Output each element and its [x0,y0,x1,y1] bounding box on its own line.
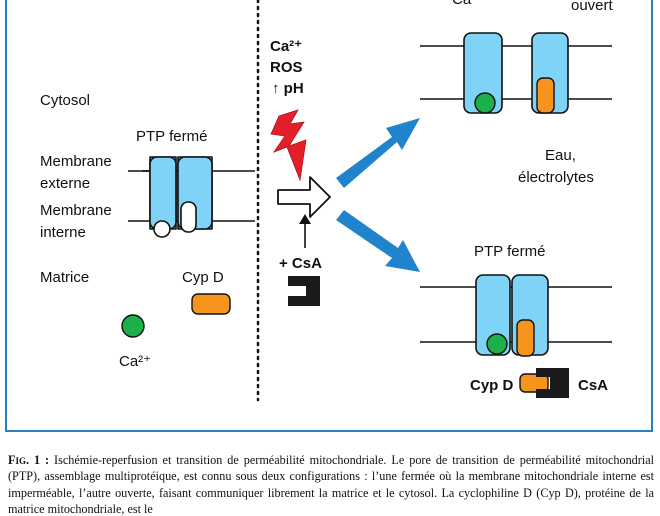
label-cyp-d-right: Cyp D [470,377,514,394]
figure-frame [5,0,653,432]
right-top-ptp-with-calcium [463,32,503,114]
label-csa-right: CsA [578,377,608,394]
figure-caption: Fig. 1 : Ischémie-reperfusion et transit… [8,452,654,516]
label-cytosol: Cytosol [40,92,90,109]
label-electrolytes: électrolytes [518,169,594,186]
label-ptp-ferme-left: PTP fermé [136,128,207,145]
label-membrane-externe-2: externe [40,175,90,192]
label-membrane-interne-2: interne [40,224,86,241]
label-matrice: Matrice [40,269,89,286]
right-top-open-ptp [531,32,569,114]
cyclophilin-right [519,373,549,393]
label-membrane-interne-1: Membrane [40,202,112,219]
label-membrane-externe-1: Membrane [40,153,112,170]
csa-arrow-head [299,214,311,224]
csa-bracket-right-icon [536,368,569,398]
calcium-left [121,314,145,338]
label-ca-top: Ca [452,0,472,8]
label-eau: Eau, [545,147,576,164]
blue-arrow-up [336,118,420,188]
csa-bracket-icon [288,276,320,306]
cyclophilin-left [191,293,231,315]
right-bottom-closed-ptp [475,274,549,357]
label-ptp-ferme-right: PTP fermé [474,243,545,260]
blue-arrow-down [336,210,420,272]
label-cyp-d-left: Cyp D [182,269,224,286]
outline-arrow-icon [277,176,331,218]
caption-text: Ischémie-reperfusion et transition de pe… [8,453,654,516]
caption-label: Fig. 1 : [8,453,50,467]
left-closed-ptp [142,156,213,238]
lightning-bolt-icon [270,109,307,182]
label-csa-plus: + CsA [279,255,322,272]
label-trigger-ph: ↑ pH [272,80,304,97]
label-trigger-ca: Ca²⁺ [270,38,302,55]
label-ouvert: ouvert [571,0,614,14]
ptp-diagram: Ca ouvert Ca²⁺ ROS ↑ pH Cytosol PTP ferm… [40,0,614,402]
label-ca-left: Ca²⁺ [119,353,151,370]
label-trigger-ros: ROS [270,59,303,76]
